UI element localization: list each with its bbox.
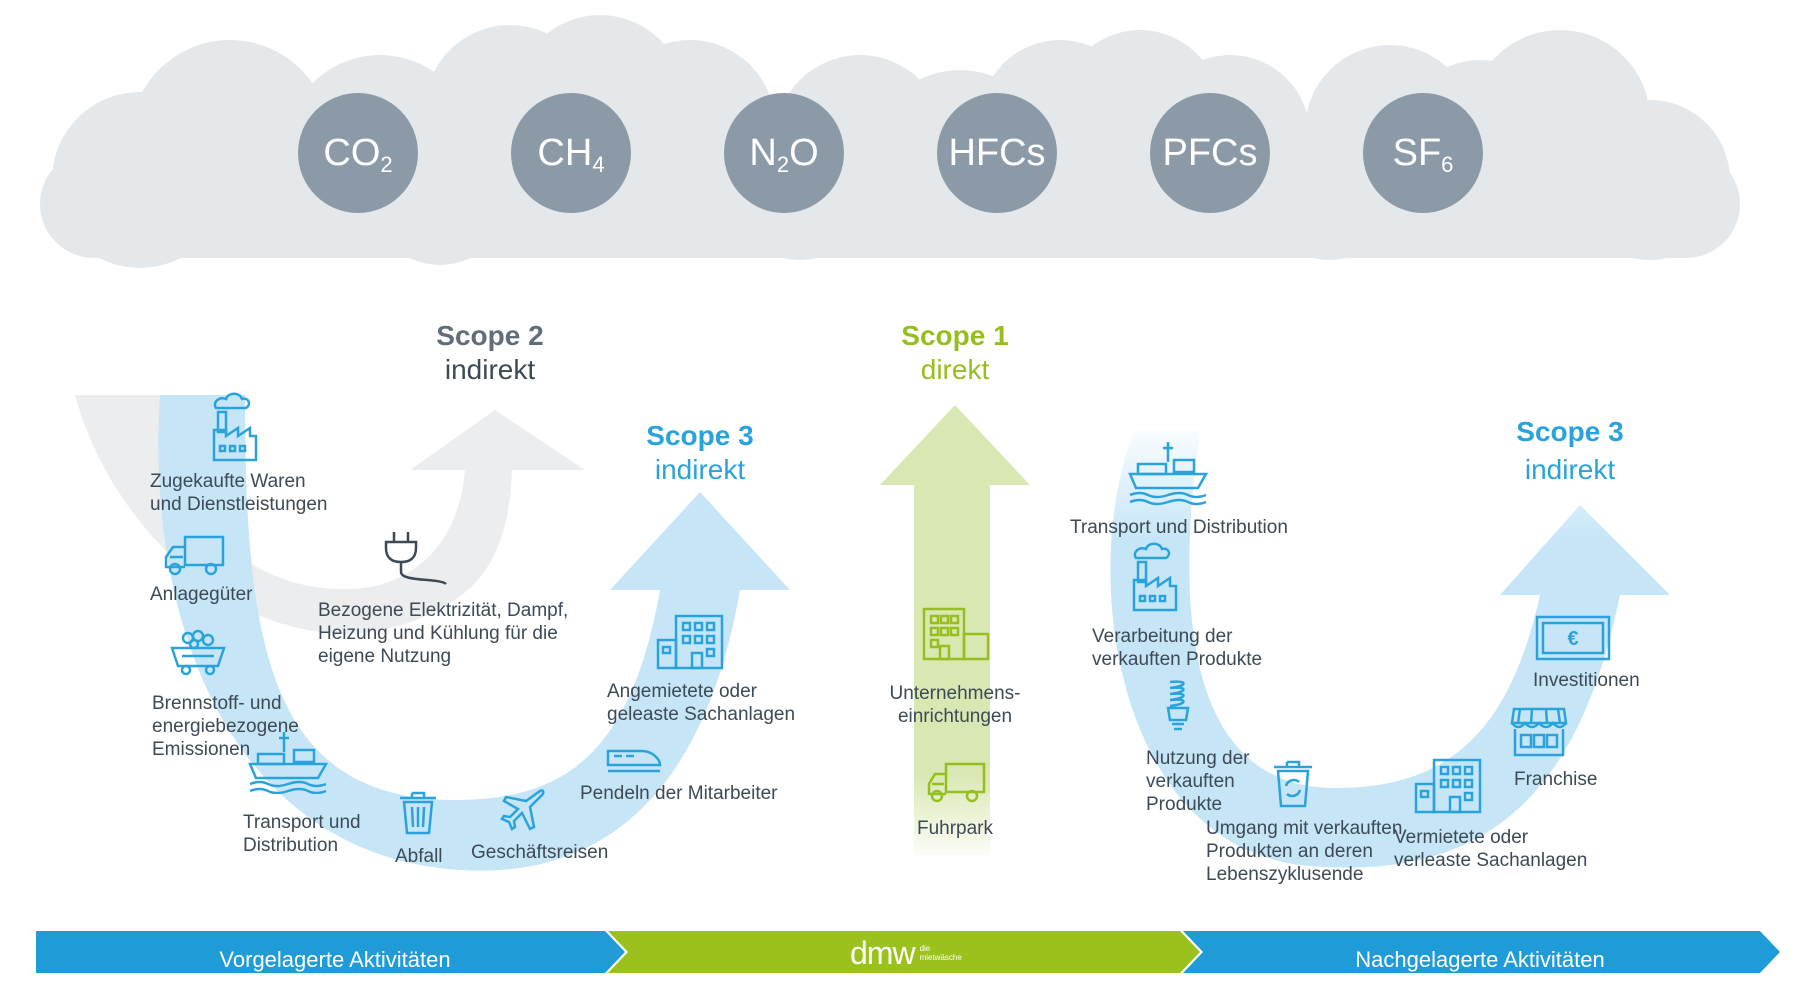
truck-icon [164, 535, 225, 576]
trash-icon [400, 791, 436, 835]
factory-icon [212, 392, 258, 462]
facility-building-icon [922, 607, 990, 661]
recycling-bin-icon [1274, 760, 1312, 808]
scope2-subtitle: indirekt [444, 354, 536, 385]
label-business-travel: Geschäftsreisen [471, 842, 609, 863]
scope3-downstream-arrow [1110, 430, 1670, 868]
label-fleet: Fuhrpark [916, 818, 994, 839]
power-plug-icon [384, 532, 447, 586]
label-fuel-energy: Brennstoff- und energiebezogene Emission… [152, 693, 299, 760]
coal-cart-icon [170, 629, 226, 676]
label-capital-goods: Anlagegüter [150, 584, 253, 605]
scope3-downstream-subtitle: indirekt [1524, 454, 1616, 485]
scope1-arrow [880, 405, 1030, 855]
downstream-ship-icon [1128, 442, 1208, 506]
label-waste: Abfall [395, 846, 443, 867]
label-upstream-leased-assets: Angemietete oder geleaste Sachanlagen [607, 681, 796, 725]
label-investments: Investitionen [1533, 670, 1640, 691]
scope3-upstream-subtitle: indirekt [654, 454, 746, 485]
scope2-title: Scope 2 [436, 320, 544, 351]
scope3-downstream-title: Scope 3 [1516, 416, 1624, 447]
upstream-activities-label: Vorgelagerte Aktivitäten [219, 947, 451, 972]
label-downstream-transport: Transport und Distribution [1070, 517, 1288, 538]
building-icon [656, 614, 724, 670]
light-bulb-icon [1166, 680, 1190, 731]
fleet-truck-icon [927, 762, 986, 803]
company-logo: dmw die mietwäsche [850, 935, 962, 971]
gas-hfcs: HFCs [937, 93, 1057, 213]
airplane-icon [500, 789, 545, 831]
label-end-of-life: Umgang mit verkauften Produkten an deren… [1206, 818, 1403, 885]
label-facilities: Unternehmens- einrichtungen [889, 683, 1021, 727]
logo-mark: dmw [850, 935, 916, 971]
label-commuting: Pendeln der Mitarbeiter [580, 783, 778, 804]
label-use: Nutzung der verkauften Produkte [1146, 748, 1250, 815]
label-purchased-goods: Zugekaufte Waren und Dienstleistungen [150, 471, 328, 515]
cargo-ship-icon [248, 732, 328, 794]
processing-factory-icon [1132, 542, 1178, 612]
label-processing: Verarbeitung der verkauften Produkte [1092, 626, 1263, 670]
leased-building-icon [1414, 758, 1482, 814]
label-downstream-leased-assets: Vermietete oder verleaste Sachanlagen [1394, 827, 1588, 871]
activity-bar [36, 931, 1780, 973]
gas-pfcs: PFCs [1150, 93, 1270, 213]
downstream-activities-label: Nachgelagerte Aktivitäten [1355, 947, 1605, 972]
train-icon [606, 749, 662, 773]
storefront-icon [1510, 707, 1568, 757]
scope1-subtitle: direkt [920, 354, 990, 385]
scope1-title: Scope 1 [901, 320, 1009, 351]
label-franchise: Franchise [1514, 769, 1598, 790]
label-scope2-energy: Bezogene Elektrizität, Dampf, Heizung un… [318, 600, 569, 667]
logo-subtext: die mietwäsche [919, 944, 962, 962]
clouds [40, 15, 1740, 268]
label-upstream-transport: Transport und Distribution [243, 812, 361, 856]
svg-text:€: € [1567, 628, 1578, 650]
scope3-upstream-title: Scope 3 [646, 420, 754, 451]
euro-banknote-icon: € [1535, 615, 1611, 661]
